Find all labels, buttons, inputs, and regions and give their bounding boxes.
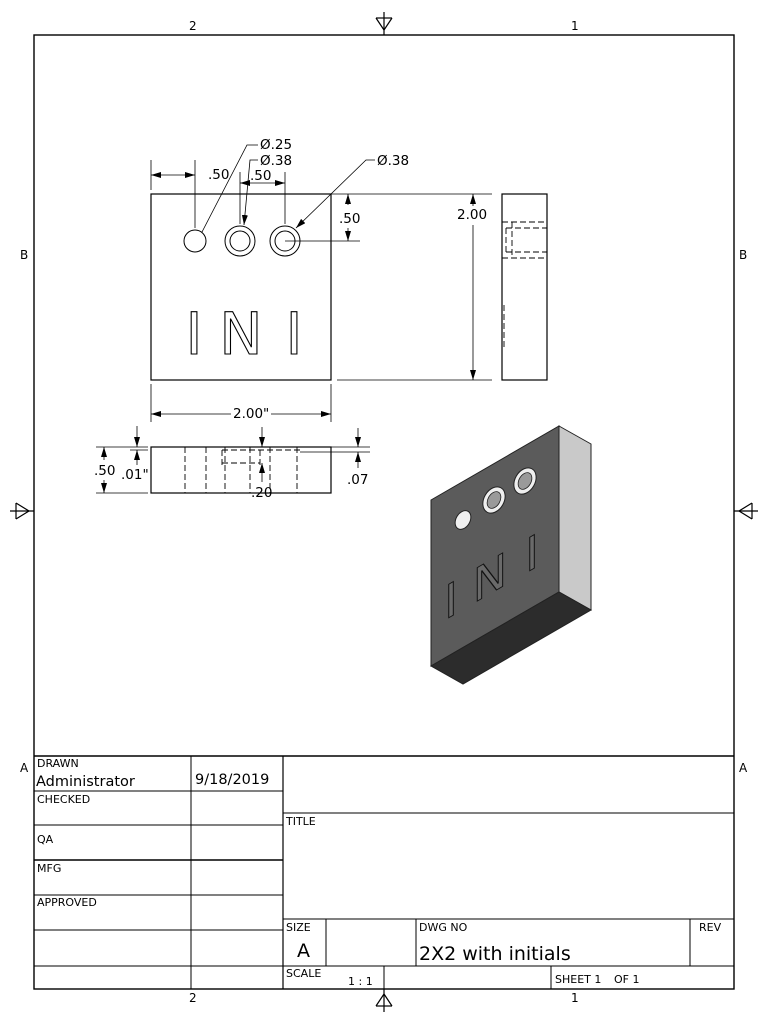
dim-hole-large-dia: Ø.38 — [377, 153, 409, 169]
drawn-label: DRAWN — [37, 757, 79, 770]
isometric-view: I N I — [429, 425, 593, 685]
dwg-no-value: 2X2 with initials — [419, 943, 571, 965]
center-mark-bottom — [375, 989, 393, 1012]
iso-initial-3: I — [525, 523, 539, 585]
dim-hole-depth: .20 — [251, 485, 272, 501]
iso-side-face — [558, 425, 592, 611]
side-view-hidden-lines — [502, 221, 547, 350]
mfg-label: MFG — [37, 862, 61, 875]
rev-label: REV — [699, 921, 722, 934]
front-view-outline — [150, 193, 332, 381]
zone-bottom-1: 1 — [571, 991, 579, 1005]
hole-small — [183, 229, 207, 253]
initial-1: I — [185, 300, 202, 368]
top-view — [150, 446, 332, 494]
center-mark-top — [375, 12, 393, 35]
zone-top-1: 1 — [571, 19, 579, 33]
drawn-date: 9/18/2019 — [195, 772, 269, 788]
top-view-hidden-lines — [184, 447, 300, 493]
hole-medium-outer — [224, 225, 256, 257]
zone-right-b: B — [739, 248, 747, 262]
top-view-outline — [150, 446, 332, 494]
title-block-lines — [34, 755, 734, 989]
iso-hole-small — [454, 510, 472, 530]
size-value: A — [297, 940, 310, 962]
sheet-border — [33, 34, 735, 990]
top-view-dimensions — [96, 426, 370, 494]
sheet-label: SHEET 1 — [555, 973, 601, 986]
checked-label: CHECKED — [37, 793, 90, 806]
centering-marks — [10, 12, 758, 1012]
initial-3: I — [285, 300, 302, 368]
dim-text-depth: .01" — [121, 467, 149, 483]
center-mark-left — [10, 502, 34, 520]
iso-hole-large-inner — [517, 472, 533, 490]
zone-left-b: B — [20, 248, 28, 262]
zone-top-2: 2 — [189, 19, 197, 33]
hole-medium-inner — [229, 230, 251, 252]
iso-bottom-face — [429, 591, 593, 685]
title-label: TITLE — [285, 815, 316, 828]
dim-hole-x-offset: .50 — [208, 167, 229, 183]
side-view — [501, 193, 548, 381]
center-mark-right — [734, 502, 758, 520]
dim-counterbore-depth: .07 — [347, 472, 368, 488]
dim-hole-spacing: .50 — [250, 168, 271, 184]
iso-hole-medium-inner — [486, 491, 502, 509]
zone-right-a: A — [739, 761, 748, 775]
dim-thickness: .50 — [94, 463, 115, 479]
iso-initial-1: I — [444, 570, 458, 632]
size-label: SIZE — [286, 921, 311, 934]
dwg-no-label: DWG NO — [419, 921, 468, 934]
dim-width: 2.00" — [233, 406, 269, 422]
top-view-dimension-text: .50 .01" .20 .07 — [94, 463, 368, 501]
title-block: DRAWN Administrator 9/18/2019 CHECKED QA… — [34, 755, 734, 989]
dim-height: 2.00 — [457, 207, 487, 223]
zone-bottom-2: 2 — [189, 991, 197, 1005]
scale-label: SCALE — [286, 967, 321, 980]
front-view-dimension-text: .50 Ø.25 Ø.38 .50 Ø.38 .50 2.00 2.00" — [208, 137, 487, 422]
qa-label: QA — [37, 833, 54, 846]
zone-markers: 2 1 2 1 B A B A — [20, 19, 748, 1005]
zone-left-a: A — [20, 761, 29, 775]
dim-hole-y-offset: .50 — [339, 211, 360, 227]
front-view-dimensions — [150, 144, 492, 422]
dim-hole-medium-dia: Ø.38 — [260, 153, 292, 169]
side-view-outline — [501, 193, 548, 381]
front-view: I N I — [150, 193, 360, 381]
dim-hole-small-dia: Ø.25 — [260, 137, 292, 153]
initial-2: N — [219, 300, 262, 368]
scale-value: 1 : 1 — [348, 975, 373, 988]
sheet-of-label: OF 1 — [614, 973, 639, 986]
approved-label: APPROVED — [37, 896, 97, 909]
drawn-by: Administrator — [36, 774, 135, 790]
